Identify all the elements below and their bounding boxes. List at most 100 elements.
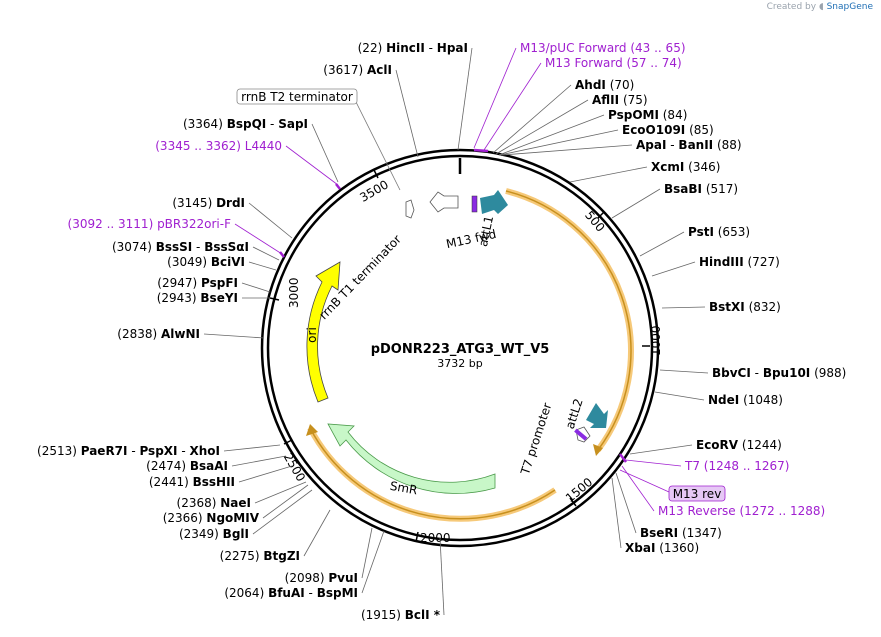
enzyme-name: PstI xyxy=(688,225,714,239)
enzyme-name: AlwNI xyxy=(161,327,200,341)
site-label-hincii[interactable]: (22) HincII - HpaI xyxy=(358,41,468,55)
site-label-btgzi[interactable]: (2275) BtgZI xyxy=(220,549,300,563)
site-position: (1915) xyxy=(361,608,405,622)
site-label-bsaai[interactable]: (2474) BsaAI xyxy=(146,459,228,473)
enzyme-name: DrdI xyxy=(216,196,245,210)
primer-leader-line xyxy=(473,47,517,149)
credit-brand: SnapGene xyxy=(826,2,873,12)
primer-label-m13-reverse[interactable]: M13 Reverse (1272 .. 1288) xyxy=(658,504,825,518)
site-position: (2943) xyxy=(157,291,201,305)
site-label-xbai[interactable]: XbaI (1360) xyxy=(625,541,699,555)
enzyme-name: BssHII xyxy=(193,475,235,489)
site-label-bsabi[interactable]: BsaBI (517) xyxy=(664,182,738,196)
backbone-inner xyxy=(266,154,654,542)
feature-label-ori[interactable]: ori xyxy=(305,327,319,343)
site-label-bcivi[interactable]: (3049) BciVI xyxy=(167,255,245,269)
primer-label-t7[interactable]: T7 (1248 .. 1267) xyxy=(684,459,789,473)
feature-label-attl1[interactable]: attL1 xyxy=(476,215,496,248)
site-position: (988) xyxy=(810,366,846,380)
enzyme-name: BbvCI xyxy=(712,366,751,380)
leader-line xyxy=(639,231,685,257)
enzyme-name: AflII xyxy=(592,93,619,107)
site-label-ahdi[interactable]: AhdI (70) xyxy=(575,78,634,92)
site-label-ngomiv[interactable]: (2366) NgoMIV xyxy=(163,511,260,525)
site-label-pspfi[interactable]: (2947) PspFI xyxy=(157,276,238,290)
leader-line xyxy=(492,84,572,154)
attl2-arrow-icon[interactable] xyxy=(586,403,608,428)
leader-line xyxy=(262,484,309,519)
site-label-bfuai[interactable]: (2064) BfuAI - BspMI xyxy=(224,586,358,600)
site-label-bspqi[interactable]: (3364) BspQI - SapI xyxy=(183,117,308,131)
backbone-orange-arc-lower[interactable] xyxy=(307,426,557,522)
enzyme-name: BspQI xyxy=(227,117,267,131)
enzyme-name: AclI xyxy=(367,63,392,77)
primer-leader-line xyxy=(285,145,339,186)
site-position: (3074) xyxy=(112,240,156,254)
boxed-label-m13-rev[interactable]: M13 rev xyxy=(673,487,722,501)
site-label-alwni[interactable]: (2838) AlwNI xyxy=(117,327,200,341)
feature-label-smr[interactable]: SmR xyxy=(389,479,419,498)
smr-feature[interactable] xyxy=(327,423,496,494)
site-label-ecoo109i[interactable]: EcoO109I (85) xyxy=(622,123,714,137)
attl1-arrow-icon[interactable] xyxy=(480,190,508,214)
site-label-xcmi[interactable]: XcmI (346) xyxy=(651,160,720,174)
primer-label-l4440[interactable]: (3345 .. 3362) L4440 xyxy=(155,139,282,153)
leader-line xyxy=(248,202,293,239)
site-label-bseri[interactable]: BseRI (1347) xyxy=(640,526,722,540)
plasmid-name: pDONR223_ATG3_WT_V5 xyxy=(371,342,550,357)
rrnb-t1-arrow-icon[interactable] xyxy=(429,191,459,213)
site-label-naei[interactable]: (2368) NaeI xyxy=(177,496,251,510)
site-label-psti[interactable]: PstI (653) xyxy=(688,225,750,239)
primer-leader-line xyxy=(234,223,283,255)
primer-label-m13-puc-forward[interactable]: M13/pUC Forward (43 .. 65) xyxy=(520,41,686,55)
boxed-label-rrnb-t2-terminator[interactable]: rrnB T2 terminator xyxy=(241,90,353,104)
site-label-bcli[interactable]: (1915) BclI * xyxy=(361,608,441,622)
leader-line xyxy=(499,129,619,156)
site-label-ecorv[interactable]: EcoRV (1244) xyxy=(696,438,782,452)
site-label-bstxi[interactable]: BstXI (832) xyxy=(709,300,781,314)
m13rev-bar-icon[interactable] xyxy=(574,428,588,441)
site-label-bgli[interactable]: (2349) BglI xyxy=(179,527,249,541)
site-label-apai[interactable]: ApaI - BanII (88) xyxy=(636,138,742,152)
site-position: (346) xyxy=(684,160,720,174)
site-label-aflii[interactable]: AflII (75) xyxy=(592,93,648,107)
site-position: (832) xyxy=(745,300,781,314)
primer-label-pbr322ori-f[interactable]: (3092 .. 3111) pBR322ori-F xyxy=(68,217,232,231)
site-label-bsshii[interactable]: (2441) BssHII xyxy=(149,475,235,489)
rrnb-t2-arrow-icon[interactable] xyxy=(405,199,415,219)
site-position: (88) xyxy=(713,138,741,152)
site-position: (1244) xyxy=(738,438,782,452)
m13fwd-bar-icon[interactable] xyxy=(471,195,478,213)
enzyme-name: NaeI xyxy=(220,496,251,510)
site-position: (2368) xyxy=(177,496,221,510)
site-label-drdi[interactable]: (3145) DrdI xyxy=(172,196,245,210)
label-box xyxy=(668,485,726,502)
site-label-bsssi[interactable]: (3074) BssSI - BssSαI xyxy=(112,240,249,254)
site-label-paer7i[interactable]: (2513) PaeR7I - PspXI - XhoI xyxy=(37,444,220,458)
enzyme-name: HpaI xyxy=(437,41,468,55)
ori-feature[interactable] xyxy=(306,261,341,403)
orf-arc-core xyxy=(505,190,632,451)
feature-label-attl2[interactable]: attL2 xyxy=(563,397,586,431)
site-position: (22) xyxy=(358,41,386,55)
site-position: (3617) xyxy=(323,63,367,77)
label-box xyxy=(236,88,358,105)
site-label-pvui[interactable]: (2098) PvuI xyxy=(285,571,358,585)
site-label-acli[interactable]: (3617) AclI xyxy=(323,63,392,77)
label-leader-lines xyxy=(203,47,709,616)
enzyme-name: ApaI xyxy=(636,138,666,152)
site-label-hindiii[interactable]: HindIII (727) xyxy=(699,255,780,269)
leader-line xyxy=(651,261,696,277)
site-label-ndei[interactable]: NdeI (1048) xyxy=(708,393,783,407)
leader-line xyxy=(238,465,293,483)
site-label-bbvci[interactable]: BbvCI - Bpu10I (988) xyxy=(712,366,846,380)
primer-leader-line xyxy=(483,62,542,151)
feature-label-t7-promoter[interactable]: T7 promoter xyxy=(518,401,555,477)
created-by-snapgene: Created by ◖ SnapGene xyxy=(767,2,873,12)
leader-line xyxy=(203,333,265,339)
primer-label-m13-forward[interactable]: M13 Forward (57 .. 74) xyxy=(545,56,682,70)
site-label-pspomi[interactable]: PspOMI (84) xyxy=(608,108,687,122)
leader-line xyxy=(498,114,605,156)
site-label-bseyi[interactable]: (2943) BseYI xyxy=(157,291,238,305)
